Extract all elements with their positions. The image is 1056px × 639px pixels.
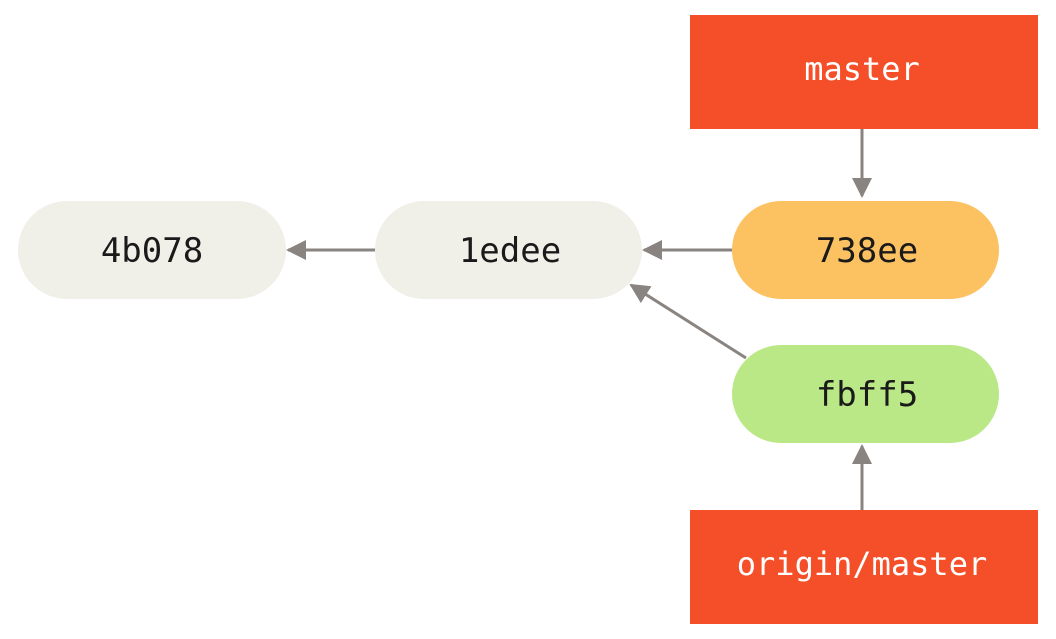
commit-label: 4b078 [101, 231, 203, 271]
commit-4b078: 4b078 [18, 201, 286, 299]
branch-box [690, 510, 1038, 624]
branch-label: origin/master [737, 545, 987, 583]
edges [286, 129, 872, 510]
commit-node-shape [732, 345, 999, 443]
commit-node-shape [375, 201, 642, 299]
commit-fbff5: fbff5 [732, 345, 999, 443]
commit-738ee: 738ee [732, 201, 999, 299]
branch-origin-master: origin/master [690, 510, 1038, 624]
branch-master: master [690, 15, 1038, 129]
commit-label: 1edee [459, 231, 561, 271]
commit-label: 738ee [816, 231, 918, 271]
commit-1edee: 1edee [375, 201, 642, 299]
commit-node-shape [732, 201, 999, 299]
branch-label: master [804, 50, 920, 88]
commit-node-shape [18, 201, 286, 299]
edge-fbff5-to-1edee [629, 283, 747, 360]
commit-label: fbff5 [816, 375, 918, 415]
branch-box [690, 15, 1038, 129]
